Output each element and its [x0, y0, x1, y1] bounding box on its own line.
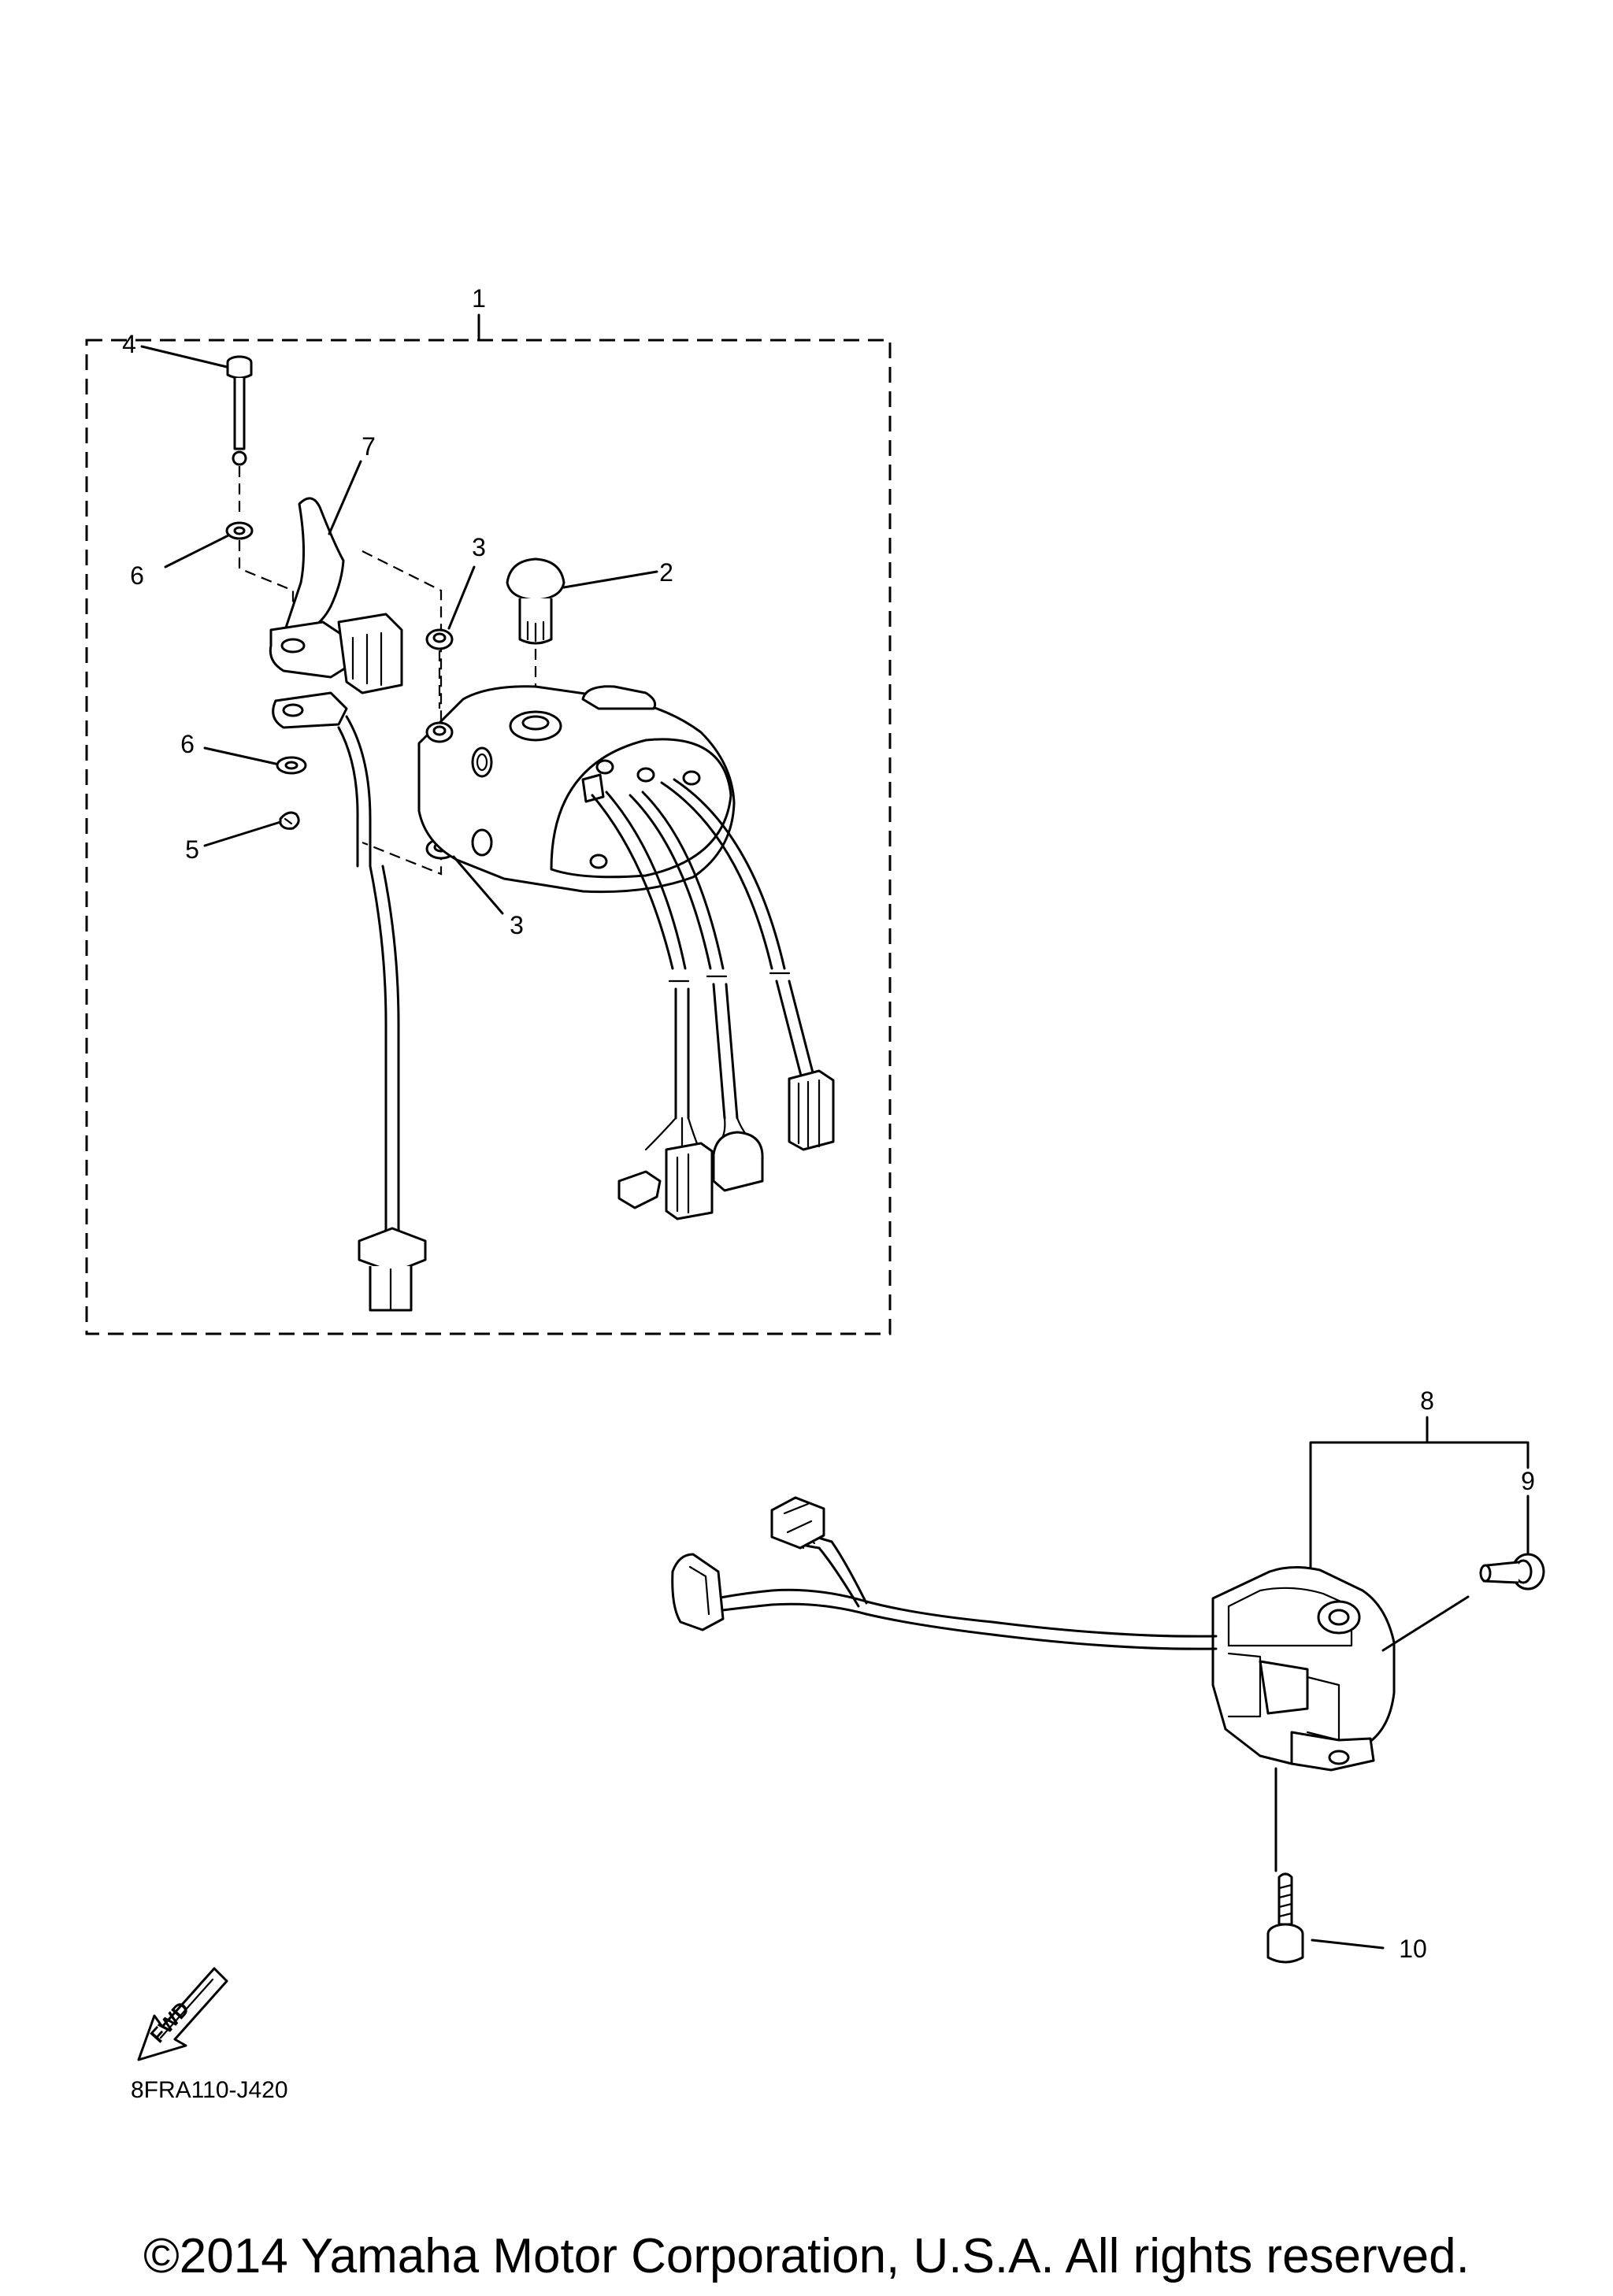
part-6-washer-lower [276, 756, 307, 775]
leader-lines [140, 313, 1530, 1950]
callout-3-lower: 3 [510, 911, 524, 939]
assembly-1-boundary [85, 339, 892, 1335]
part-3-grommet-upper [425, 628, 454, 650]
drawing-code: 8FRA110-J420 [131, 2077, 288, 2103]
callout-1: 1 [472, 284, 486, 313]
part-2-button [506, 557, 565, 645]
fwd-arrow-icon: FWD [137, 1967, 228, 2061]
callout-3-upper: 3 [472, 533, 486, 561]
callout-6-upper: 6 [130, 561, 144, 590]
part-5-clip [279, 811, 300, 830]
callout-7: 7 [362, 432, 376, 461]
callout-8: 8 [1420, 1387, 1434, 1415]
part-10-bolt [1266, 1872, 1304, 1964]
right-harness [671, 1496, 1218, 1650]
switch-housing [417, 685, 736, 894]
callout-9: 9 [1521, 1467, 1535, 1495]
part-9-screw [1479, 1553, 1545, 1591]
callout-5: 5 [185, 835, 199, 864]
callout-10: 10 [1399, 1935, 1427, 1963]
callout-4: 4 [122, 330, 136, 358]
copyright-notice: ©2014 Yamaha Motor Corporation, U.S.A. A… [143, 2229, 1470, 2283]
callout-6-lower: 6 [180, 730, 195, 758]
part-4-pin [226, 355, 253, 466]
part-7-lever [269, 497, 403, 868]
part-6-washer-upper [225, 521, 254, 540]
part-8-housing [1211, 1565, 1396, 1772]
lever-harness [358, 865, 427, 1312]
callout-2: 2 [659, 558, 673, 587]
switch-harness [591, 778, 835, 1220]
